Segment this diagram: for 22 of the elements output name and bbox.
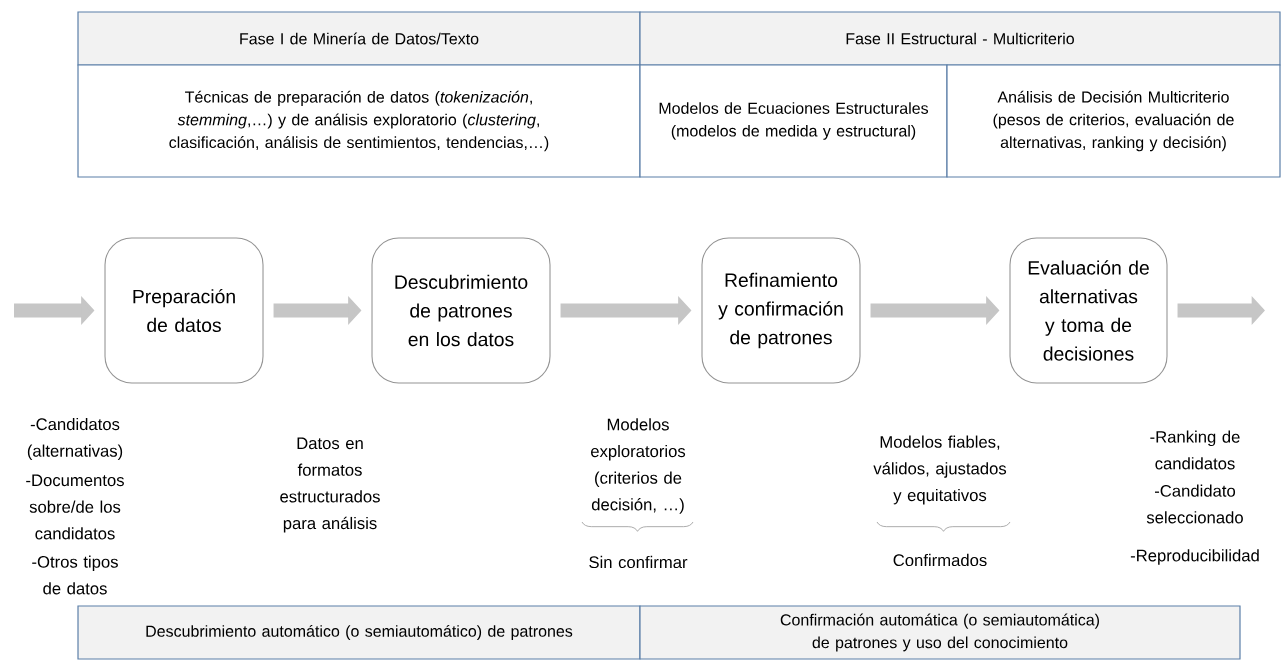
process-box: Evaluación de alternativas y toma de decisiones — [1009, 237, 1168, 384]
annotation-text: -Reproducibilidad — [1130, 549, 1259, 565]
table-header-cell: Confirmación automática (o semiautomática) de patrones y uso del conocimiento — [639, 605, 1241, 660]
annotation-text: -Documentos sobre/de los candidatos — [26, 474, 124, 540]
annotation-text: Datos en formatos estructurados para análisis — [280, 437, 380, 533]
table-header-cell: Fase I de Minería de Datos/Texto — [77, 11, 641, 66]
annotation-text: -Otros tipos de datos — [32, 555, 118, 595]
bracket-caption: Confirmados — [893, 553, 987, 567]
process-box: Descubrimiento de patrones en los datos — [371, 237, 551, 384]
bracket-caption: Sin confirmar — [589, 555, 688, 569]
table-cell: Modelos de Ecuaciones Estructurales (modelos de medida y estructural) — [639, 64, 948, 178]
process-box: Preparación de datos — [104, 237, 264, 384]
table-cell: Técnicas de preparación de datos (tokenización, stemming,…) y de análisis exploratorio (clustering, clasificación, análisis de sentimientos, tendencias,…) — [77, 64, 641, 178]
table-header-cell: Fase II Estructural - Multicriterio — [639, 11, 1281, 66]
annotation-text: -Candidatos (alternativas) — [27, 417, 123, 461]
annotation-text: -Ranking de candidatos — [1150, 430, 1240, 470]
annotation-text: Modelos fiables, válidos, ajustados y equitativos — [873, 435, 1007, 505]
annotation-text: -Candidato seleccionado — [1146, 484, 1243, 524]
table-cell: Análisis de Decisión Multicriterio (pesos de criterios, evaluación de alternativas, ranking y decisión) — [946, 64, 1281, 178]
table-header-cell: Descubrimiento automático (o semiautomático) de patrones — [77, 605, 641, 660]
annotation-text: Modelos exploratorios (criterios de decisión, …) — [591, 418, 686, 514]
process-box: Refinamiento y confirmación de patrones — [701, 237, 861, 384]
